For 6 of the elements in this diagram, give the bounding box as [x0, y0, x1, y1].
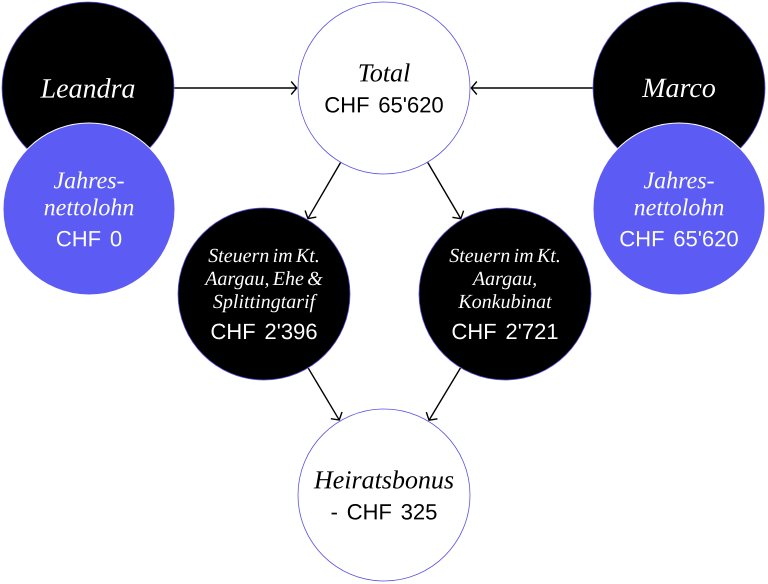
arrow [304, 162, 342, 220]
arrow [426, 368, 462, 421]
arrow [308, 368, 343, 421]
arrow [470, 81, 593, 95]
arrow [174, 81, 298, 95]
arrow [427, 162, 464, 220]
